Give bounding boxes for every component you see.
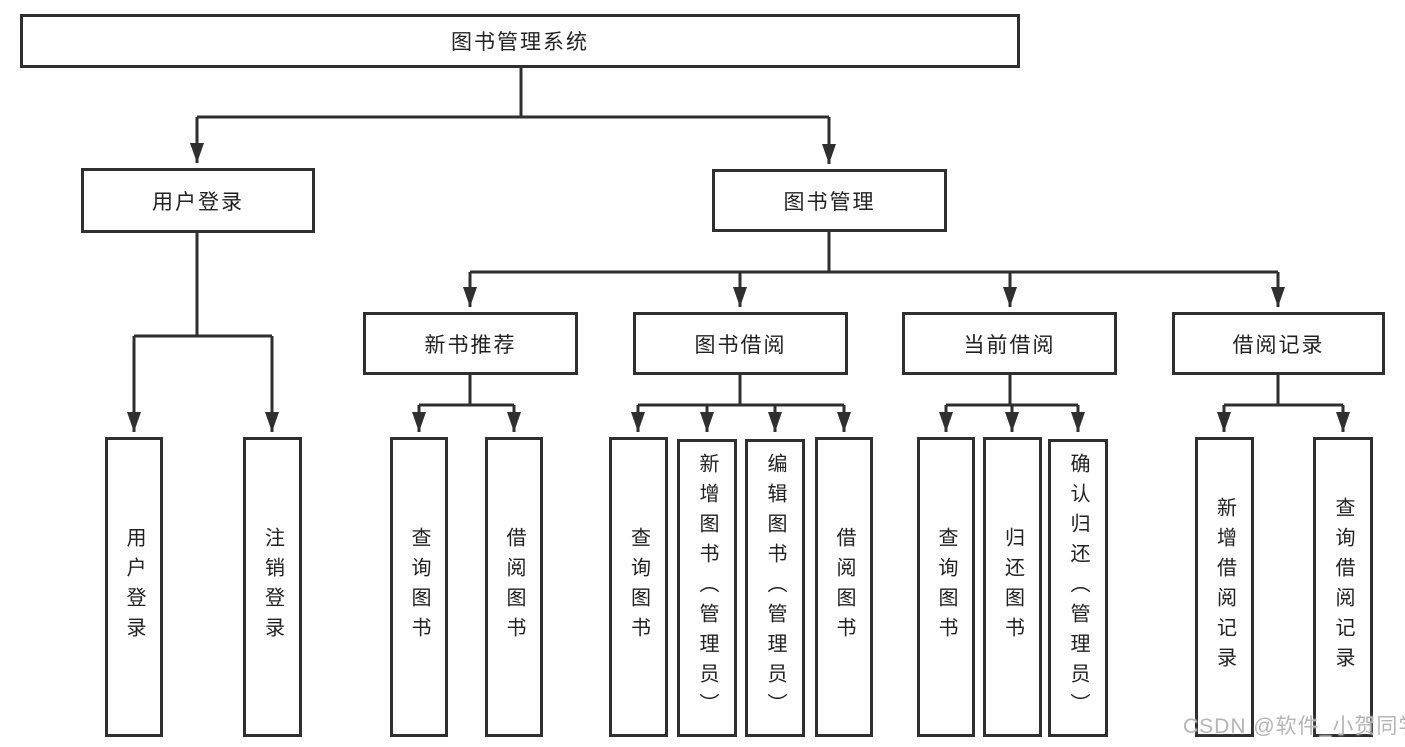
leaf-logout: 注销登录 [243, 437, 302, 737]
leaf-query-books-current-label: 查询图书 [935, 527, 957, 647]
leaf-borrow-books-borrowing: 借阅图书 [815, 437, 873, 737]
node-new-book-recommend: 新书推荐 [363, 312, 578, 375]
leaf-confirm-return-admin-label: 确认归还（管理员） [1067, 453, 1089, 723]
leaf-edit-book-admin-label: 编辑图书（管理员） [764, 453, 786, 723]
connector-borrow-records-to-leaves [1217, 375, 1350, 432]
connector-new-book-recommend-to-leaves [412, 375, 521, 432]
node-root-label: 图书管理系统 [451, 31, 589, 54]
node-borrow-records: 借阅记录 [1172, 312, 1385, 375]
leaf-return-book-label: 归还图书 [1001, 527, 1024, 647]
leaf-query-books-borrowing-label: 查询图书 [627, 527, 650, 647]
node-current-borrowing: 当前借阅 [902, 312, 1117, 375]
leaf-borrow-books-recommend: 借阅图书 [485, 437, 543, 737]
leaf-query-books-current: 查询图书 [917, 437, 975, 737]
leaf-query-books-borrowing: 查询图书 [609, 437, 668, 737]
node-current-borrowing-label: 当前借阅 [963, 333, 1056, 357]
node-user-login-label: 用户登录 [152, 190, 244, 214]
csdn-watermark: CSDN @软件_小贺同学 [1183, 715, 1405, 738]
leaf-confirm-return-admin: 确认归还（管理员） [1048, 439, 1108, 737]
node-book-borrowing: 图书借阅 [633, 312, 848, 375]
node-root: 图书管理系统 [20, 14, 1020, 68]
node-book-management-label: 图书管理 [783, 190, 876, 214]
node-book-borrowing-label: 图书借阅 [694, 333, 787, 357]
connector-root-to-level2 [190, 68, 836, 164]
leaf-query-borrow-record-label: 查询借阅记录 [1332, 497, 1354, 677]
leaf-borrow-books-borrowing-label: 借阅图书 [833, 527, 855, 647]
leaf-return-book: 归还图书 [983, 437, 1042, 737]
node-user-login: 用户登录 [81, 168, 315, 233]
connector-current-borrowing-to-leaves [939, 375, 1085, 432]
leaf-query-books-recommend: 查询图书 [390, 437, 448, 737]
leaf-add-book-admin: 新增图书（管理员） [677, 439, 737, 737]
node-new-book-recommend-label: 新书推荐 [424, 333, 517, 357]
leaf-add-borrow-record-label: 新增借阅记录 [1213, 497, 1236, 677]
leaf-logout-label: 注销登录 [261, 527, 284, 647]
leaf-add-book-admin-label: 新增图书（管理员） [696, 453, 718, 723]
leaf-query-borrow-record: 查询借阅记录 [1313, 437, 1373, 737]
leaf-add-borrow-record: 新增借阅记录 [1195, 437, 1254, 737]
leaf-query-books-recommend-label: 查询图书 [408, 527, 430, 647]
node-borrow-records-label: 借阅记录 [1232, 333, 1325, 357]
leaf-edit-book-admin: 编辑图书（管理员） [745, 439, 805, 737]
node-book-management: 图书管理 [712, 169, 947, 232]
leaf-user-login-label: 用户登录 [123, 527, 145, 647]
connector-book-management-to-level3 [463, 232, 1285, 307]
connector-book-borrowing-to-leaves [631, 375, 851, 432]
connector-user-login-to-leaves [127, 233, 279, 432]
leaf-user-login: 用户登录 [105, 437, 163, 737]
leaf-borrow-books-recommend-label: 借阅图书 [503, 527, 525, 647]
